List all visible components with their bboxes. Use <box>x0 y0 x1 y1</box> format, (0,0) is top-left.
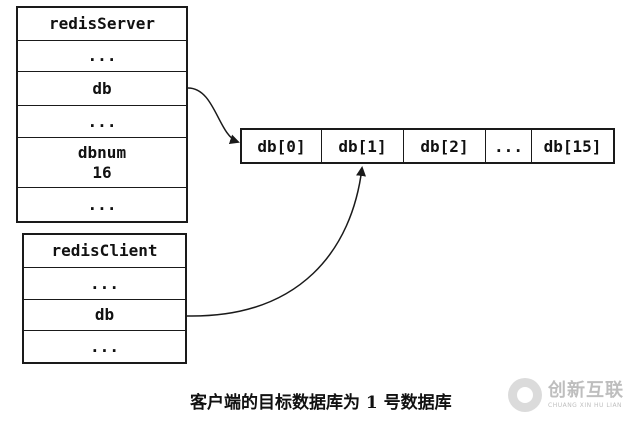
redis-client-title: redisClient <box>51 241 158 260</box>
watermark-logo-icon <box>508 378 542 412</box>
redis-server-row-db: db <box>18 71 186 105</box>
redis-server-row-ellipsis-1: ... <box>18 40 186 71</box>
watermark-logo: 创新互联 CHUANG XIN HU LIAN <box>508 374 638 416</box>
redis-server-row-ellipsis-2: ... <box>18 105 186 137</box>
db-array: db[0] db[1] db[2] ... db[15] <box>240 128 615 164</box>
db-slot-ellipsis: ... <box>485 130 531 162</box>
db-slot-1: db[1] <box>321 130 403 162</box>
redis-client-row-ellipsis-2: ... <box>24 330 185 362</box>
db-slot-2: db[2] <box>403 130 485 162</box>
db-slot-0: db[0] <box>257 136 306 156</box>
redis-client-row-ellipsis-1: ... <box>24 267 185 299</box>
redis-server-row-ellipsis-3: ... <box>18 187 186 221</box>
redis-client-row-db: db <box>24 299 185 330</box>
redis-client-struct: redisClient ... db ... <box>22 233 187 364</box>
client-db-pointer-arrow <box>186 166 366 317</box>
redis-server-title: redisServer <box>49 14 155 33</box>
db-slot-15: db[15] <box>531 130 613 162</box>
watermark-sub-text: CHUANG XIN HU LIAN <box>548 401 623 409</box>
redis-server-row-dbnum: dbnum 16 <box>18 137 186 187</box>
server-db-pointer-arrow <box>187 87 240 145</box>
redis-server-struct: redisServer ... db ... dbnum 16 ... <box>16 6 188 223</box>
watermark-main-text: 创新互联 <box>548 379 624 401</box>
figure-caption: 客户端的目标数据库为 1 号数据库 <box>190 393 452 413</box>
